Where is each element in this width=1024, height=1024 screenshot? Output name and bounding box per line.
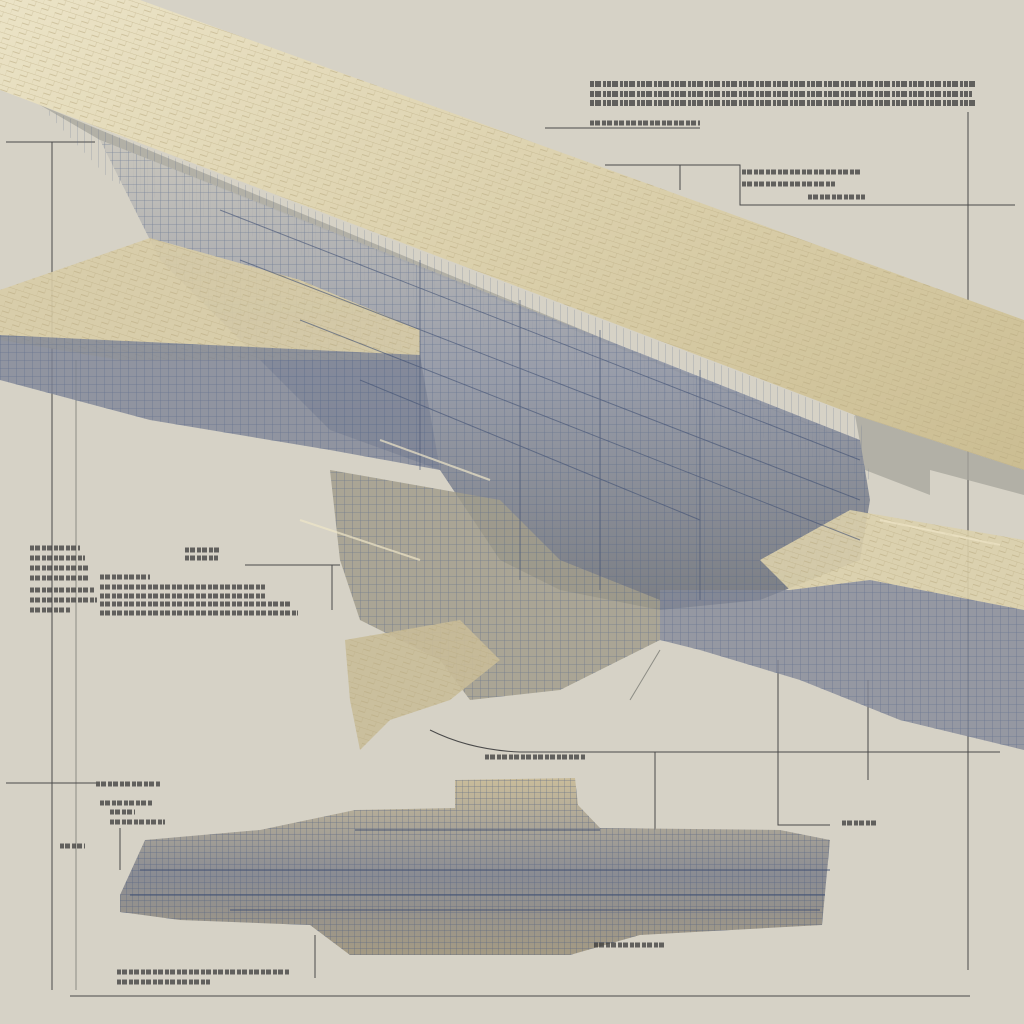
elevation-view — [120, 778, 830, 955]
deck-facade — [40, 105, 1024, 495]
upper-structure — [0, 0, 1024, 750]
callout-text — [30, 120, 878, 985]
title-text-block — [590, 81, 975, 106]
